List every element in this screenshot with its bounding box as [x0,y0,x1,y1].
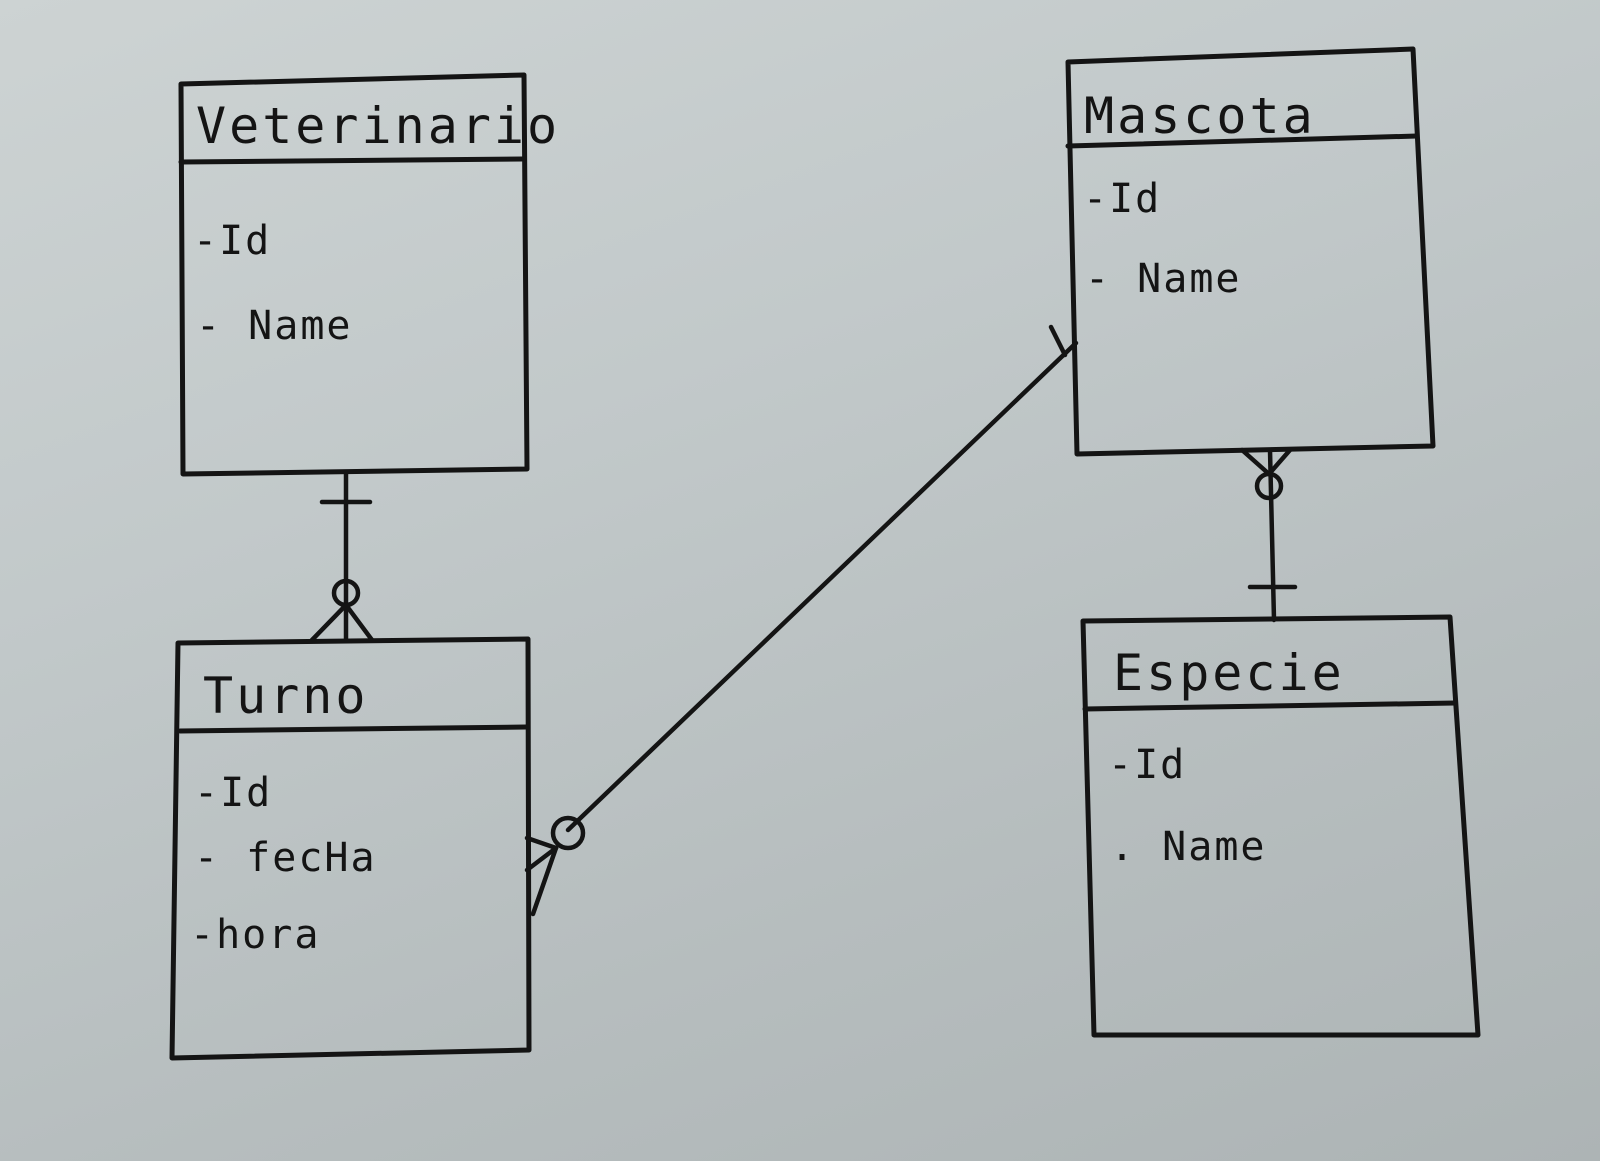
entity-attribute: -Id [194,770,272,816]
entity-attribute: -Id [1083,176,1161,222]
entity-title: Especie [1113,644,1345,702]
crow-foot-bottom-mark [530,845,559,917]
entity-divider [1082,700,1458,712]
entity-attribute: - fecHa [194,835,377,881]
entity-title: Veterinario [196,97,560,155]
relationship-veterinario-turno [309,469,375,643]
entity-attribute: - Name [1085,256,1242,302]
entity-divider [177,724,529,734]
relationship-mascota-turno [524,324,1079,917]
crow-foot-right-mark [343,602,375,643]
entity-veterinario: Veterinario -Id - Name [178,72,560,477]
entity-divider [178,156,525,165]
entity-box [169,636,532,1061]
entity-attribute: -Id [193,218,271,264]
entity-box [178,72,530,477]
entity-box [1065,46,1436,457]
relationship-especie-mascota [1239,447,1298,623]
entity-divider [1065,133,1420,149]
entity-turno: Turno -Id - fecHa -hora [169,636,532,1061]
entity-attribute: -hora [190,912,320,958]
entity-attribute: - Name [196,303,353,349]
entity-mascota: Mascota -Id - Name [1065,46,1436,457]
crow-foot-top-mark [524,835,559,851]
relationship-line [565,340,1079,833]
crow-foot-left-mark [309,602,349,643]
crow-foot-middle-mark [524,845,559,873]
crow-foot-left-mark [1239,447,1272,477]
entity-attribute: . Name [1110,824,1267,870]
crow-foot-right-mark [1266,447,1293,477]
entity-box [1080,614,1481,1038]
entity-attribute: -Id [1108,742,1186,788]
zero-circle-mark [550,815,586,851]
one-bar-mark [1048,324,1068,358]
relationship-line [1267,447,1277,623]
entity-title: Mascota [1084,87,1316,145]
entity-especie: Especie -Id . Name [1080,614,1481,1038]
entity-title: Turno [203,667,369,725]
